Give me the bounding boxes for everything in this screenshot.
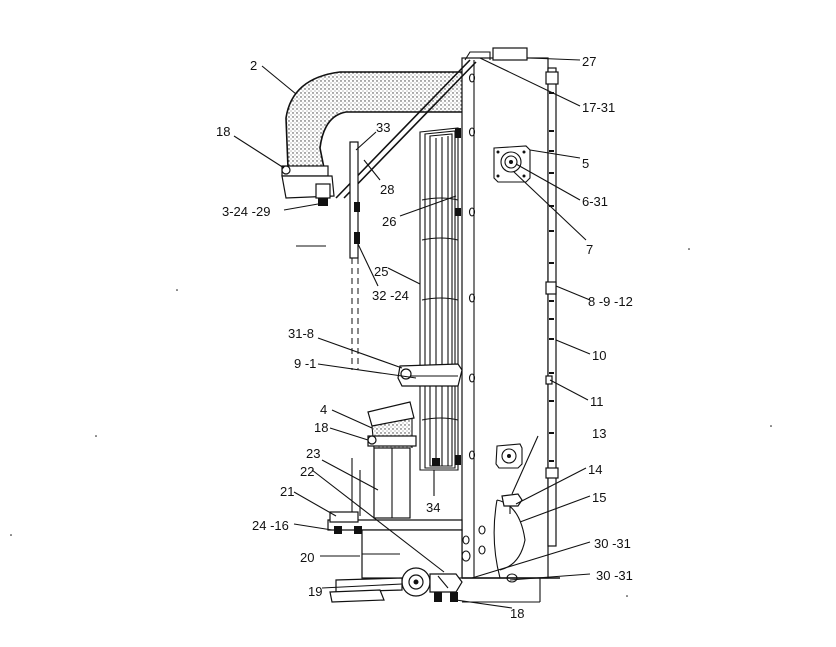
- callout-27: 27: [582, 54, 596, 69]
- callout-6-31: 6-31: [582, 194, 608, 209]
- callout-3-24-29: 3-24 -29: [222, 204, 270, 219]
- callout-18-top: 18: [216, 124, 230, 139]
- callout-9-1: 9 -1: [294, 356, 316, 371]
- upper-hose-elbow: [281, 71, 462, 206]
- callout-24-16: 24 -16: [252, 518, 289, 533]
- callout-5: 5: [582, 156, 589, 171]
- mount-bracket: [296, 141, 360, 370]
- radiator-core: [397, 127, 463, 471]
- base-assembly: [327, 511, 560, 603]
- callout-11: 11: [590, 394, 604, 409]
- callout-19: 19: [308, 584, 322, 599]
- callout-30-31-b: 30 -31: [596, 568, 633, 583]
- callout-28: 28: [380, 182, 394, 197]
- callout-20: 20: [300, 550, 314, 565]
- callout-18-bot: 18: [510, 606, 524, 621]
- callout-17-31: 17-31: [582, 100, 615, 115]
- callout-23: 23: [306, 446, 320, 461]
- callout-32-24: 32 -24: [372, 288, 409, 303]
- callout-8-9-12: 8 -9 -12: [588, 294, 633, 309]
- radiator-tank: [461, 47, 549, 583]
- callout-labels: 2 27 18 17-31 33 5 28 6-31 3-24 -29 26 7…: [216, 54, 633, 621]
- callout-4: 4: [320, 402, 327, 417]
- callout-26: 26: [382, 214, 396, 229]
- lower-outlet: [351, 401, 417, 519]
- callout-33: 33: [376, 120, 390, 135]
- callout-2: 2: [250, 58, 257, 73]
- side-rail-bolts: [549, 92, 554, 462]
- callout-21: 21: [280, 484, 294, 499]
- callout-7: 7: [586, 242, 593, 257]
- callout-18-mid: 18: [314, 420, 328, 435]
- callout-25: 25: [374, 264, 388, 279]
- callout-14: 14: [588, 462, 602, 477]
- callout-15: 15: [592, 490, 606, 505]
- callout-22: 22: [300, 464, 314, 479]
- inspection-cover-upper: [493, 145, 531, 183]
- side-rail: [545, 67, 559, 547]
- scan-specks: [10, 248, 772, 597]
- callout-34: 34: [426, 500, 440, 515]
- leader-lines: [233, 57, 591, 609]
- callout-30-31-a: 30 -31: [594, 536, 631, 551]
- inspection-cover-lower: [495, 443, 523, 469]
- callout-10: 10: [592, 348, 606, 363]
- callout-31-8: 31-8: [288, 326, 314, 341]
- callout-13: 13: [592, 426, 606, 441]
